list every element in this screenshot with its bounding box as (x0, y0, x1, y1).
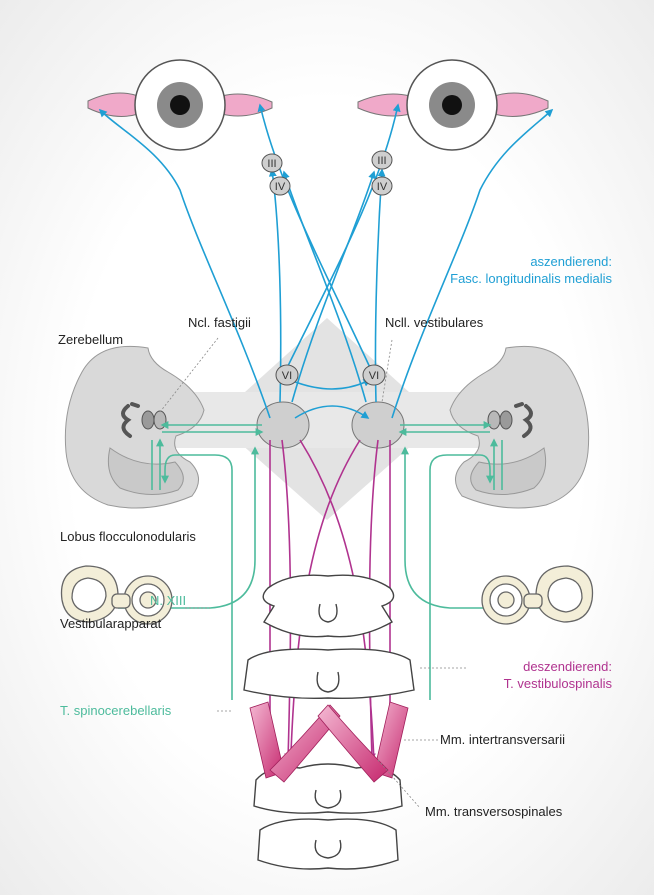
label-descending-line2: T. vestibulospinalis (504, 676, 613, 691)
label-lobus: Lobus flocculonodularis (60, 529, 196, 544)
right-cochlea-inner (498, 592, 514, 608)
right-eye-lateral-muscle (494, 93, 548, 116)
left-pupil (170, 95, 190, 115)
left-semicircular-canals-inner (72, 578, 106, 612)
label-descending-line1: deszendierend: (523, 659, 612, 674)
left-eye (88, 60, 272, 150)
label-ncll-vestibulares: Ncll. vestibulares (385, 315, 484, 330)
vertebra-1 (263, 575, 393, 637)
label-ascending-line1: aszendierend: (530, 254, 612, 269)
right-fastigial-nucleus-2 (488, 411, 500, 429)
left-iv-label: IV (275, 181, 286, 193)
left-vestibule (112, 594, 130, 608)
left-fastigial-nucleus (142, 411, 154, 429)
right-vi-nucleus: VI (363, 365, 385, 385)
right-iii-label: III (377, 155, 386, 167)
left-iii-label: III (267, 158, 276, 170)
left-fastigial-nucleus-2 (154, 411, 166, 429)
right-pupil (442, 95, 462, 115)
left-iii-nucleus: III (262, 154, 282, 172)
left-eye-medial-muscle (222, 94, 272, 116)
label-mm-transversospinales: Mm. transversospinales (425, 804, 563, 819)
vertebra-2 (244, 649, 414, 698)
label-n-xiii: N. XIII (150, 593, 186, 608)
right-vi-label: VI (369, 370, 379, 382)
vertebra-4 (258, 819, 398, 869)
left-cerebellum (65, 346, 204, 508)
right-eye-medial-muscle (358, 94, 410, 116)
right-semicircular-canals-inner (548, 578, 582, 612)
right-iv-label: IV (377, 181, 388, 193)
right-iv-nucleus: IV (372, 177, 392, 195)
label-vestibularapparat: Vestibularapparat (60, 616, 162, 631)
label-zerebellum: Zerebellum (58, 332, 123, 347)
label-mm-intertransversarii: Mm. intertransversarii (440, 732, 565, 747)
label-ascending-line2: Fasc. longitudinalis medialis (450, 271, 612, 286)
right-fastigial-nucleus (500, 411, 512, 429)
right-cerebellum (450, 346, 589, 508)
label-ncl-fastigii: Ncl. fastigii (188, 315, 251, 330)
left-iv-nucleus: IV (270, 177, 290, 195)
left-vi-nucleus: VI (276, 365, 298, 385)
left-eye-lateral-muscle (88, 93, 138, 116)
label-t-spinocerebellaris: T. spinocerebellaris (60, 703, 172, 718)
right-vestibular-apparatus (482, 566, 593, 624)
right-eye (358, 60, 548, 150)
right-iii-nucleus: III (372, 151, 392, 169)
right-vestibule (524, 594, 542, 608)
brainstem-background-band (175, 392, 480, 448)
left-vi-label: VI (282, 370, 292, 382)
